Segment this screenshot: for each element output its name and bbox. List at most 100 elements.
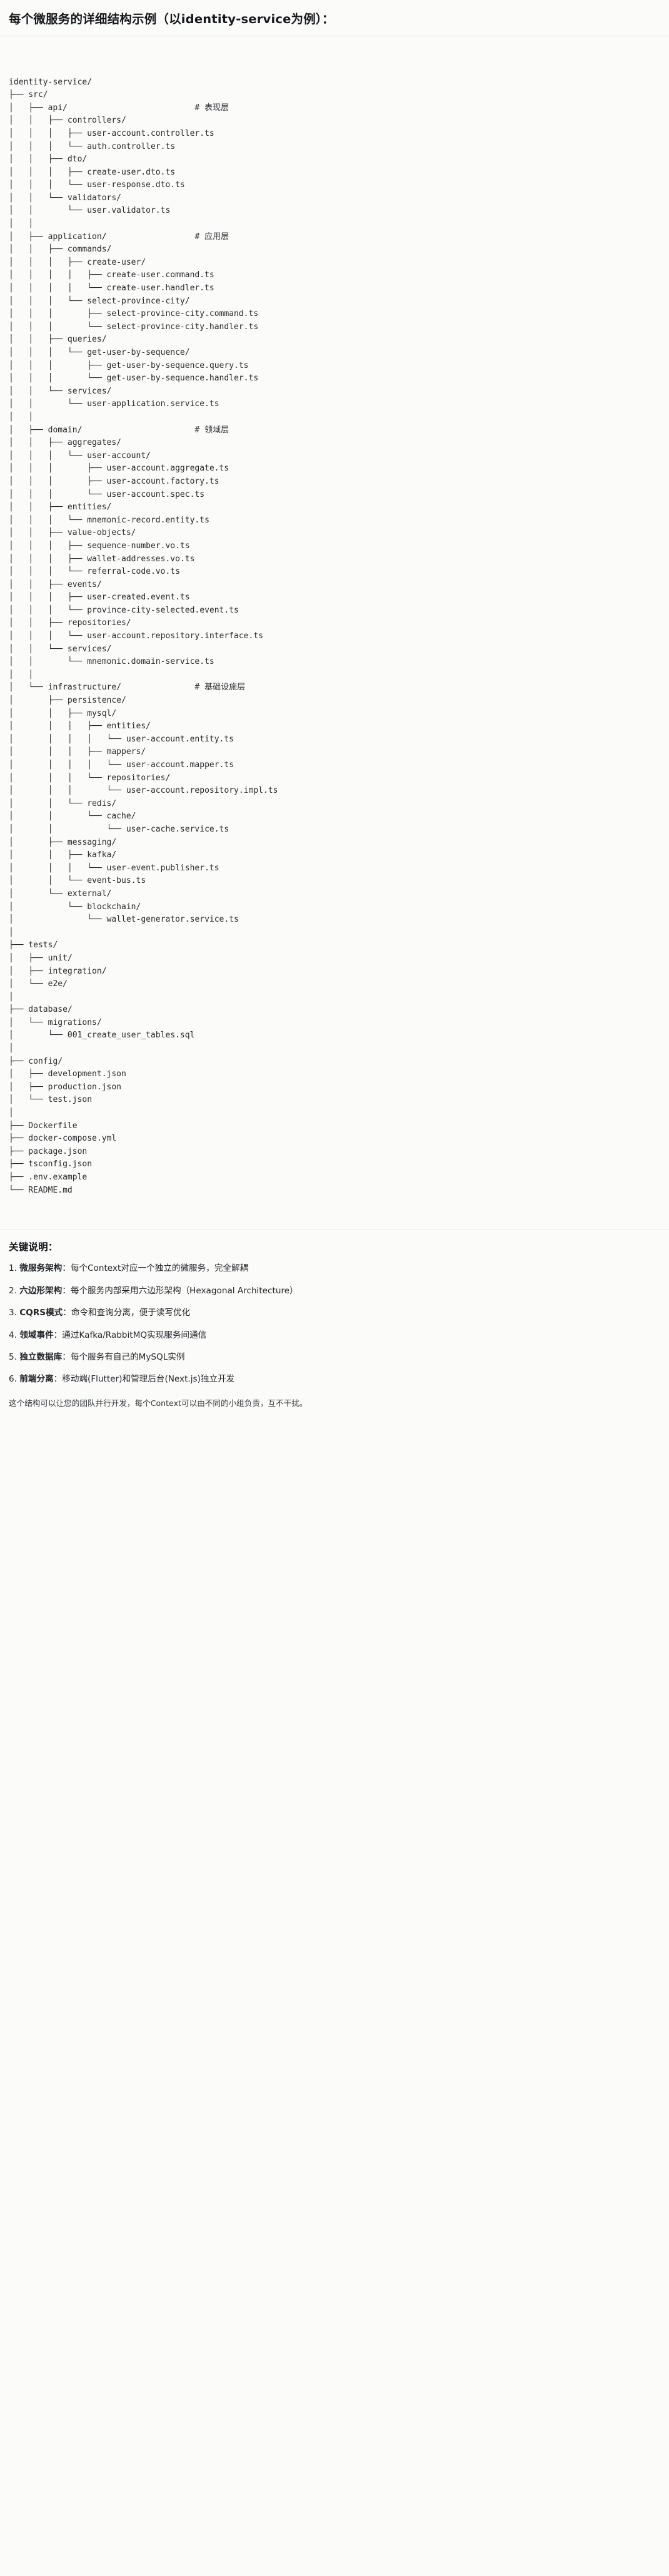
key-note-separator: ： <box>62 1352 71 1362</box>
tree-line: │ └── wallet-generator.service.ts <box>9 914 660 927</box>
tree-line-path: ├── src/ <box>9 90 48 100</box>
tree-line-path: │ └── 001_create_user_tables.sql <box>9 1031 195 1041</box>
tree-line-path: │ │ └── user-application.service.ts <box>9 399 219 409</box>
tree-line: │ │ └── user-application.service.ts <box>9 398 660 411</box>
tree-line-path: │ └── external/ <box>9 888 112 899</box>
tree-line: │ │ │ └── referral-code.vo.ts <box>9 566 660 579</box>
tree-line-path: │ │ ├── queries/ <box>9 335 107 345</box>
key-note-lead: CQRS模式 <box>19 1308 63 1318</box>
tree-line-path: │ │ <box>9 412 34 422</box>
tree-line-path: │ └── e2e/ <box>9 979 68 989</box>
tree-line-path: ├── docker-compose.yml <box>9 1134 117 1144</box>
tree-line: │ │ │ └── province-city-selected.event.t… <box>9 604 660 618</box>
key-note-body: 每个服务有自己的MySQL实例 <box>70 1352 185 1362</box>
tree-line: │ ├── persistence/ <box>9 695 660 708</box>
tree-line: └── README.md <box>9 1184 660 1198</box>
tree-line: │ │ │ └── user-event.publisher.ts <box>9 862 660 875</box>
key-note-body: 每个Context对应一个独立的微服务，完全解耦 <box>70 1263 249 1274</box>
tree-line: │ │ └── user.validator.ts <box>9 205 660 218</box>
tree-line-spacer <box>107 232 195 242</box>
tree-line-path: │ └── infrastructure/ <box>9 683 122 693</box>
tree-line-path: │ │ │ ├── user-account.aggregate.ts <box>9 464 229 474</box>
key-note-number: 5. <box>9 1352 20 1362</box>
tree-line-path: │ │ │ │ └── create-user.handler.ts <box>9 283 214 293</box>
tree-line-path: │ │ │ └── get-user-by-sequence/ <box>9 348 190 357</box>
tree-line-path: │ │ │ ├── wallet-addresses.vo.ts <box>9 554 195 564</box>
tree-line: │ │ <box>9 218 660 231</box>
tree-line: │ <box>9 1042 660 1056</box>
key-note-number: 2. <box>9 1285 20 1296</box>
key-note-item: 4. 领域事件：通过Kafka/RabbitMQ实现服务间通信 <box>9 1329 660 1341</box>
tree-line: ├── package.json <box>9 1146 660 1159</box>
tree-line-path: │ │ │ └── mnemonic-record.entity.ts <box>9 515 209 525</box>
tree-line: │ │ ├── entities/ <box>9 501 660 514</box>
tree-line-path: │ ├── production.json <box>9 1082 122 1092</box>
tree-line: ├── src/ <box>9 89 660 102</box>
tree-line: │ │ │ ├── select-province-city.command.t… <box>9 308 660 321</box>
tree-line-path: │ │ │ ├── user-created.event.ts <box>9 593 190 603</box>
tree-line-path: │ │ │ ├── create-user.dto.ts <box>9 167 176 177</box>
tree-line: │ │ │ └── get-user-by-sequence/ <box>9 347 660 360</box>
tree-line: │ <box>9 1107 660 1120</box>
tree-line: │ │ └── services/ <box>9 385 660 399</box>
key-note-body: 命令和查询分离，便于读写优化 <box>71 1308 191 1318</box>
tree-line-path: │ │ │ ├── entities/ <box>9 721 151 731</box>
tree-line: │ │ ├── events/ <box>9 579 660 592</box>
tree-line-path: │ │ └── user-cache.service.ts <box>9 824 229 834</box>
tree-line-path: │ │ │ └── province-city-selected.event.t… <box>9 605 239 615</box>
key-note-body: 移动端(Flutter)和管理后台(Next.js)独立开发 <box>62 1374 235 1385</box>
tree-line: │ │ │ └── get-user-by-sequence.handler.t… <box>9 372 660 385</box>
tree-line-path: │ │ ├── mysql/ <box>9 708 117 718</box>
tree-line-path: │ │ │ └── referral-code.vo.ts <box>9 567 180 577</box>
tree-line-path: │ │ │ ├── mappers/ <box>9 747 146 757</box>
tree-line: │ │ │ └── user-account/ <box>9 450 660 463</box>
key-note-item: 5. 独立数据库：每个服务有自己的MySQL实例 <box>9 1351 660 1363</box>
tree-line-path: │ │ └── services/ <box>9 386 112 396</box>
tree-line-path: │ │ │ └── user-event.publisher.ts <box>9 863 219 873</box>
tree-line-path: │ │ │ └── auth.controller.ts <box>9 141 176 151</box>
tree-line-path: │ │ │ │ └── user-account.entity.ts <box>9 734 234 744</box>
tree-line-path: │ │ │ └── select-province-city/ <box>9 296 190 306</box>
tree-line: ├── config/ <box>9 1056 660 1069</box>
tree-line: │ │ └── cache/ <box>9 810 660 823</box>
tree-line-path: │ │ │ ├── sequence-number.vo.ts <box>9 541 190 551</box>
tree-line-path: │ │ └── validators/ <box>9 193 122 203</box>
key-note-number: 4. <box>9 1330 20 1340</box>
key-note-lead: 领域事件 <box>19 1330 54 1340</box>
tree-line: │ │ │ │ └── create-user.handler.ts <box>9 282 660 295</box>
tree-line-path: │ ├── messaging/ <box>9 837 117 847</box>
page-title: 每个微服务的详细结构示例（以identity-service为例）： <box>0 0 669 37</box>
tree-line: │ └── migrations/ <box>9 1017 660 1030</box>
tree-line-path: identity-service/ <box>9 77 93 87</box>
tree-line: │ │ │ └── select-province-city/ <box>9 295 660 308</box>
tree-line: ├── tests/ <box>9 939 660 952</box>
tree-line-path: │ │ │ ├── create-user/ <box>9 257 146 267</box>
tree-line-path: │ <box>9 1108 14 1118</box>
tree-line: ├── .env.example <box>9 1171 660 1184</box>
tree-line-path: │ │ └── event-bus.ts <box>9 876 146 886</box>
tree-line-path: │ │ │ └── user-account/ <box>9 451 151 461</box>
tree-line: │ │ ├── dto/ <box>9 153 660 166</box>
tree-line-path: │ │ └── cache/ <box>9 812 136 822</box>
key-notes-title: 关键说明： <box>9 1241 58 1253</box>
tree-line: │ │ │ ├── sequence-number.vo.ts <box>9 540 660 553</box>
key-note-separator: ： <box>63 1308 71 1318</box>
tree-line: │ │ │ ├── create-user.dto.ts <box>9 166 660 180</box>
key-note-body: 通过Kafka/RabbitMQ实现服务间通信 <box>62 1330 207 1340</box>
tree-line-path: │ │ │ └── user-account.spec.ts <box>9 489 205 499</box>
key-note-item: 3. CQRS模式：命令和查询分离，便于读写优化 <box>9 1306 660 1319</box>
tree-line-path: │ │ <box>9 219 34 229</box>
tree-line-path: │ ├── development.json <box>9 1069 126 1079</box>
tree-line: ├── tsconfig.json <box>9 1158 660 1171</box>
tree-line: │ │ └── validators/ <box>9 192 660 205</box>
tree-line: │ ├── api/ # 表现层 <box>9 102 660 115</box>
tree-line-path: │ │ └── mnemonic.domain-service.ts <box>9 657 214 667</box>
tree-line-path: │ └── migrations/ <box>9 1017 102 1027</box>
tree-line-comment: # 表现层 <box>194 103 229 113</box>
tree-line: │ │ │ │ └── user-account.entity.ts <box>9 733 660 746</box>
key-note-separator: ： <box>62 1263 71 1274</box>
tree-line-path: │ │ ├── value-objects/ <box>9 528 136 538</box>
tree-line: │ │ ├── value-objects/ <box>9 527 660 540</box>
